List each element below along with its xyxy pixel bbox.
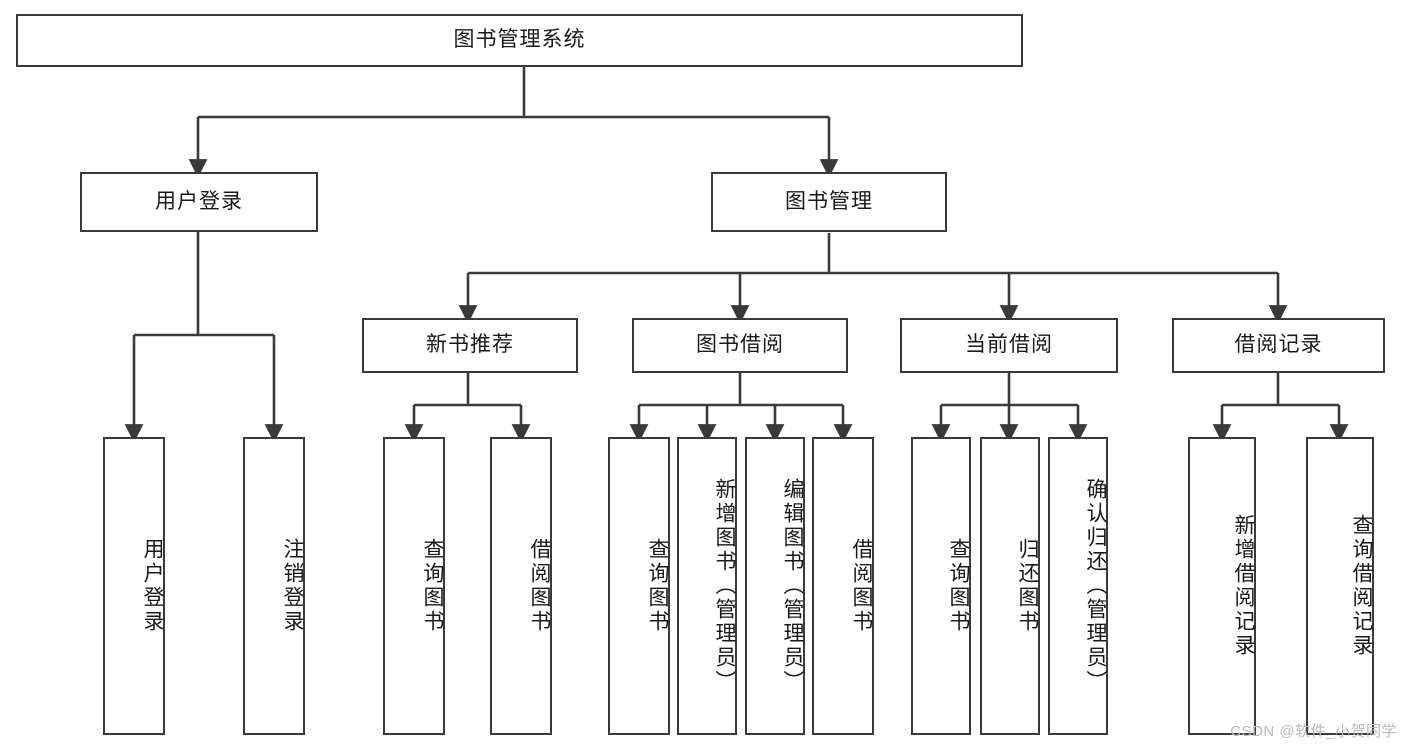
node-book-borrow-label: 图书借阅 bbox=[696, 333, 784, 357]
node-leaf-user-login-label: 用户登录 bbox=[141, 538, 164, 634]
node-borrow-record[interactable]: 借阅记录 bbox=[1172, 318, 1385, 373]
node-leaf-query-book-2[interactable]: 查询图书 bbox=[608, 437, 670, 735]
node-leaf-user-login[interactable]: 用户登录 bbox=[103, 437, 165, 735]
node-leaf-query-book-3[interactable]: 查询图书 bbox=[911, 437, 971, 735]
node-user-login-label: 用户登录 bbox=[155, 189, 243, 213]
node-leaf-borrow-book-1[interactable]: 借阅图书 bbox=[490, 437, 552, 735]
node-leaf-query-book-3-label: 查询图书 bbox=[947, 538, 970, 634]
node-leaf-add-book-label: 新增图书（管理员） bbox=[713, 478, 736, 694]
node-leaf-query-record-label: 查询借阅记录 bbox=[1350, 514, 1373, 658]
node-leaf-borrow-book-2-label: 借阅图书 bbox=[850, 538, 873, 634]
node-user-login[interactable]: 用户登录 bbox=[80, 172, 318, 232]
node-leaf-query-book-2-label: 查询图书 bbox=[646, 538, 669, 634]
node-new-book-recommend-label: 新书推荐 bbox=[426, 333, 514, 357]
node-leaf-add-book[interactable]: 新增图书（管理员） bbox=[677, 437, 737, 735]
node-leaf-query-book-1-label: 查询图书 bbox=[421, 538, 444, 634]
node-current-borrow-label: 当前借阅 bbox=[965, 333, 1053, 357]
node-leaf-confirm-return[interactable]: 确认归还（管理员） bbox=[1048, 437, 1108, 735]
node-leaf-query-book-1[interactable]: 查询图书 bbox=[383, 437, 445, 735]
node-leaf-query-record[interactable]: 查询借阅记录 bbox=[1306, 437, 1374, 735]
node-book-borrow[interactable]: 图书借阅 bbox=[632, 318, 848, 373]
node-borrow-record-label: 借阅记录 bbox=[1234, 333, 1323, 357]
node-root[interactable]: 图书管理系统 bbox=[16, 14, 1023, 67]
node-root-label: 图书管理系统 bbox=[453, 28, 586, 52]
node-leaf-borrow-book-2[interactable]: 借阅图书 bbox=[812, 437, 874, 735]
node-leaf-confirm-return-label: 确认归还（管理员） bbox=[1084, 478, 1107, 694]
node-leaf-edit-book[interactable]: 编辑图书（管理员） bbox=[745, 437, 805, 735]
node-book-manage-label: 图书管理 bbox=[785, 189, 873, 213]
node-leaf-add-record-label: 新增借阅记录 bbox=[1232, 514, 1255, 658]
node-leaf-return-book-label: 归还图书 bbox=[1016, 538, 1039, 634]
node-book-manage[interactable]: 图书管理 bbox=[711, 172, 947, 232]
node-leaf-logout-label: 注销登录 bbox=[281, 538, 304, 634]
node-leaf-borrow-book-1-label: 借阅图书 bbox=[528, 538, 551, 634]
node-leaf-edit-book-label: 编辑图书（管理员） bbox=[781, 478, 804, 694]
node-leaf-add-record[interactable]: 新增借阅记录 bbox=[1188, 437, 1256, 735]
watermark: CSDN @软件_小贺同学 bbox=[1230, 723, 1397, 740]
node-new-book-recommend[interactable]: 新书推荐 bbox=[362, 318, 578, 373]
node-leaf-logout[interactable]: 注销登录 bbox=[243, 437, 305, 735]
node-current-borrow[interactable]: 当前借阅 bbox=[900, 318, 1118, 373]
node-leaf-return-book[interactable]: 归还图书 bbox=[980, 437, 1040, 735]
